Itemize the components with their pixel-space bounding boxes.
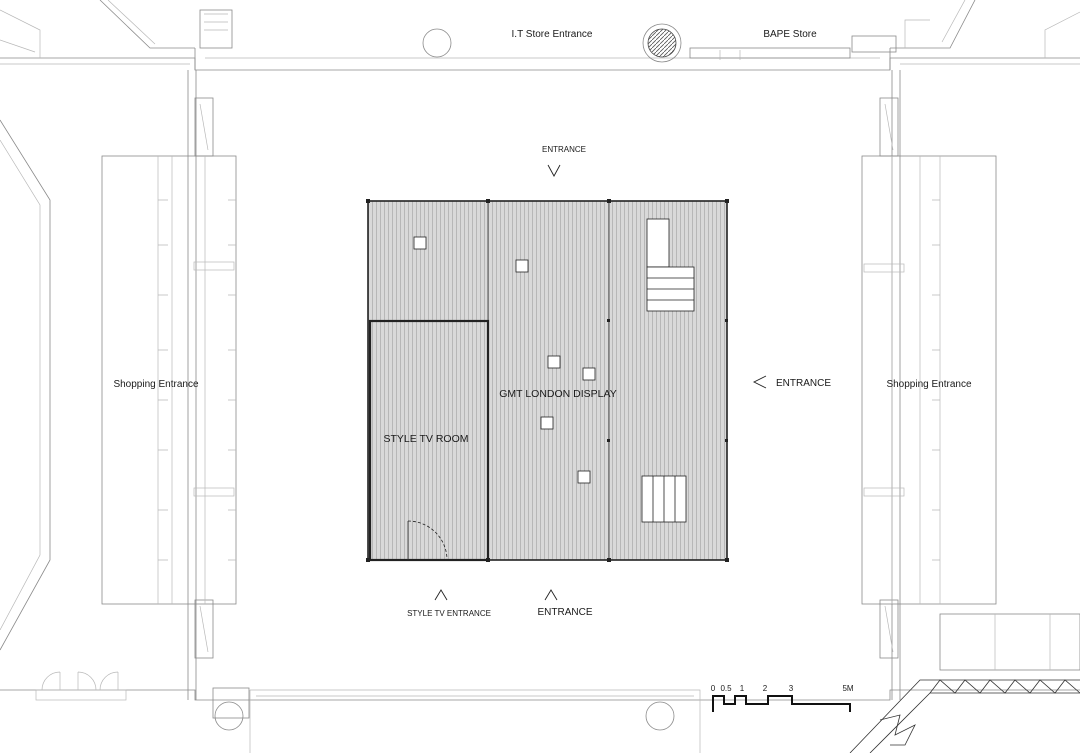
entrance-bottom-label: ENTRANCE bbox=[537, 607, 592, 618]
scale-tick: 0.5 bbox=[720, 684, 732, 693]
display-box bbox=[582, 367, 596, 381]
entrance-right-arrow bbox=[752, 375, 767, 389]
bape-store-label: BAPE Store bbox=[763, 29, 817, 40]
gmt-london-display-label: GMT LONDON DISPLAY bbox=[499, 388, 616, 400]
shopping-entrance-right-label: Shopping Entrance bbox=[886, 379, 972, 390]
it-store-entrance-label: I.T Store Entrance bbox=[512, 29, 593, 40]
style-tv-room-walls bbox=[368, 319, 490, 562]
stair-block-top bbox=[646, 218, 695, 312]
display-box bbox=[413, 236, 427, 250]
entrance-right-label: ENTRANCE bbox=[776, 378, 831, 389]
scale-tick: 0 bbox=[711, 684, 716, 693]
scale-bar: 0 0.5 1 2 3 5M bbox=[711, 684, 854, 712]
scale-tick: 2 bbox=[763, 684, 768, 693]
shopping-entrance-left-label: Shopping Entrance bbox=[113, 379, 199, 390]
scale-tick: 3 bbox=[789, 684, 794, 693]
display-box bbox=[577, 470, 591, 484]
stair-block-bottom bbox=[641, 475, 687, 523]
style-tv-entrance-label: STYLE TV ENTRANCE bbox=[407, 609, 491, 618]
style-tv-room-label: STYLE TV ROOM bbox=[384, 433, 469, 445]
display-box bbox=[547, 355, 561, 369]
scale-tick: 1 bbox=[740, 684, 745, 693]
display-pavilion bbox=[366, 199, 729, 562]
style-tv-entrance-arrow bbox=[434, 589, 448, 601]
scale-tick: 5M bbox=[842, 684, 853, 693]
display-box bbox=[540, 416, 554, 430]
entrance-top-arrow bbox=[547, 164, 561, 177]
entrance-bottom-arrow bbox=[544, 589, 558, 601]
entrance-top-label: ENTRANCE bbox=[542, 145, 586, 154]
display-box bbox=[515, 259, 529, 273]
